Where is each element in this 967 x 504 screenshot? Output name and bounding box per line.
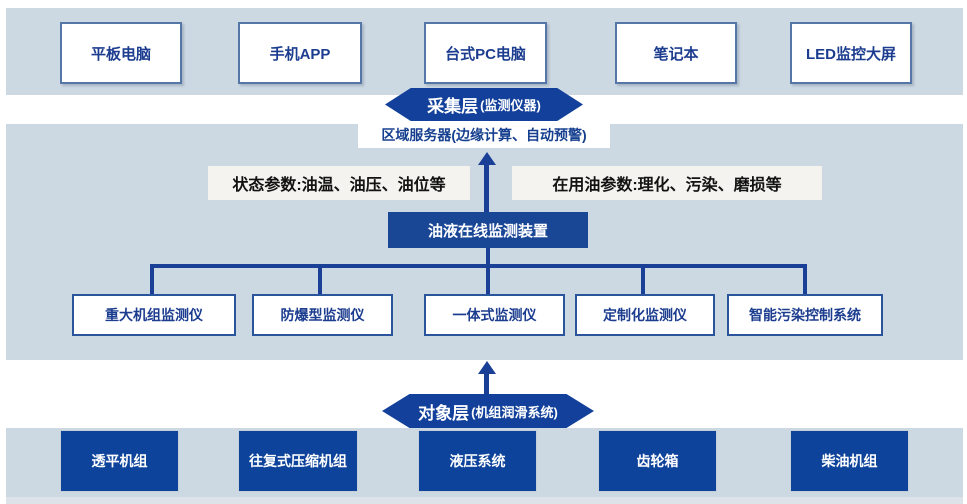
- display-node-phone-app: 手机APP: [238, 22, 362, 84]
- monitor-node-label: 一体式监测仪: [452, 307, 537, 323]
- equipment-node-diesel-unit: 柴油机组: [790, 430, 909, 492]
- connector-drop-2: [318, 264, 322, 295]
- equipment-node-label: 往复式压缩机组: [249, 453, 347, 469]
- equipment-node-gearbox: 齿轮箱: [598, 430, 717, 492]
- status-params-text: 状态参数:油温、油压、油位等: [232, 177, 446, 194]
- object-layer-qualifier: (机组润滑系统): [471, 404, 558, 420]
- monitor-node-major-units: 重大机组监测仪: [72, 294, 236, 336]
- connector-drop-4: [641, 264, 645, 295]
- status-params-label: 状态参数:油温、油压、油位等: [208, 166, 470, 200]
- connector-horizontal: [150, 264, 807, 268]
- monitor-node-label: 定制化监测仪: [603, 307, 687, 323]
- display-node-label: 笔记本: [653, 45, 699, 63]
- display-node-label: 平板电脑: [90, 45, 151, 63]
- monitor-node-integrated: 一体式监测仪: [424, 294, 565, 336]
- monitor-node-label: 重大机组监测仪: [105, 307, 203, 323]
- display-node-laptop: 笔记本: [615, 22, 737, 84]
- up-arrow-stem: [484, 372, 489, 395]
- up-arrow-icon: [478, 361, 496, 374]
- footer-strip: [6, 497, 963, 504]
- monitor-node-customized: 定制化监测仪: [575, 294, 715, 336]
- equipment-node-label: 液压系统: [449, 453, 506, 469]
- collection-layer-title: 采集层: [427, 97, 479, 116]
- display-node-label: LED监控大屏: [805, 45, 896, 63]
- connector-drop-3: [486, 264, 490, 295]
- display-node-label: 台式PC电脑: [445, 45, 526, 63]
- oil-params-label: 在用油参数:理化、污染、磨损等: [512, 166, 822, 200]
- oil-params-text: 在用油参数:理化、污染、磨损等: [552, 177, 782, 194]
- equipment-node-reciprocating-compressor: 往复式压缩机组: [238, 430, 358, 492]
- regional-server-node: 区域服务器(边缘计算、自动预警): [358, 121, 610, 148]
- object-layer-badge: 对象层 (机组润滑系统): [382, 394, 594, 428]
- equipment-node-label: 透平机组: [91, 453, 148, 469]
- collection-layer-qualifier: (监测仪器): [480, 98, 541, 113]
- regional-server-label: 区域服务器(边缘计算、自动预警): [381, 126, 587, 143]
- collection-layer-badge: 采集层 (监测仪器): [385, 88, 583, 121]
- equipment-node-turbine: 透平机组: [60, 430, 179, 492]
- connector-drop-5: [803, 264, 807, 295]
- equipment-node-label: 齿轮箱: [636, 453, 679, 469]
- connector-drop-1: [150, 264, 154, 295]
- online-device-node: 油液在线监测装置: [388, 212, 588, 248]
- monitor-node-explosion-proof: 防爆型监测仪: [252, 294, 393, 336]
- monitor-node-label: 防爆型监测仪: [280, 307, 365, 323]
- display-node-led-wall: LED监控大屏: [790, 22, 912, 84]
- object-layer-title: 对象层: [418, 403, 470, 423]
- up-arrow-stem: [484, 163, 489, 212]
- display-node-label: 手机APP: [269, 45, 331, 63]
- monitor-node-pollution-control: 智能污染控制系统: [727, 294, 883, 336]
- display-node-desktop-pc: 台式PC电脑: [424, 22, 547, 84]
- connector-stem: [486, 248, 490, 264]
- equipment-node-hydraulic-system: 液压系统: [418, 430, 537, 492]
- equipment-node-label: 柴油机组: [821, 453, 878, 469]
- monitor-node-label: 智能污染控制系统: [749, 307, 861, 323]
- up-arrow-icon: [478, 152, 496, 165]
- display-node-tablet: 平板电脑: [60, 22, 182, 84]
- online-device-label: 油液在线监测装置: [427, 222, 548, 240]
